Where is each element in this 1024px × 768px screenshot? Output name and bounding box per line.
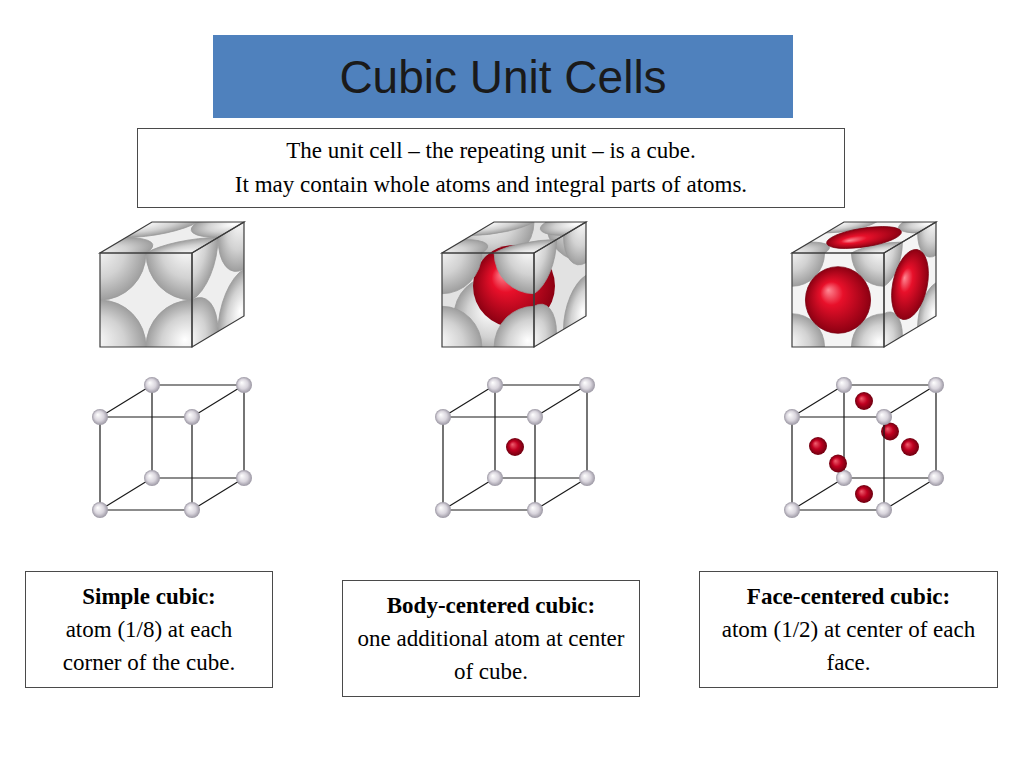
caption-body: atom (1/2) at center of each face. <box>708 613 989 679</box>
cube-outline <box>792 222 936 347</box>
intro-text: It may contain whole atoms and integral … <box>148 168 834 202</box>
slide-title: Cubic Unit Cells <box>339 50 666 104</box>
intro-text: The unit cell – the repeating unit – is … <box>148 134 834 168</box>
face-centered-model <box>741 178 987 392</box>
front-face <box>402 212 574 387</box>
caption-box: Body-centered cubic:one additional atom … <box>342 580 640 697</box>
body-centered-lattice <box>435 377 595 518</box>
lattice-frame <box>784 377 944 518</box>
front-face <box>54 206 238 394</box>
face-centered-lattice <box>784 377 944 518</box>
face-center-atom <box>855 485 873 503</box>
simple-cubic-lattice <box>92 377 252 518</box>
body-center-atom <box>506 438 524 456</box>
caption-box: Face-centered cubic:atom (1/2) at center… <box>699 571 998 688</box>
face-center-atom <box>809 437 827 455</box>
face-center-atom <box>901 438 919 456</box>
caption-heading: Body-centered cubic: <box>351 589 631 622</box>
caption-body: one additional atom at center of cube. <box>351 622 631 688</box>
cube-outline <box>100 222 244 347</box>
caption-heading: Face-centered cubic: <box>708 580 989 613</box>
face-center-atom <box>829 455 847 473</box>
face-center-atom <box>855 392 873 410</box>
caption-body: atom (1/8) at each corner of the cube. <box>34 613 264 679</box>
caption-box: Simple cubic:atom (1/8) at each corner o… <box>25 571 273 688</box>
title-banner: Cubic Unit Cells <box>213 35 793 118</box>
cube-outline <box>442 222 586 347</box>
caption-heading: Simple cubic: <box>34 580 264 613</box>
front-face <box>759 220 916 381</box>
intro-box: The unit cell – the repeating unit – is … <box>137 128 845 208</box>
